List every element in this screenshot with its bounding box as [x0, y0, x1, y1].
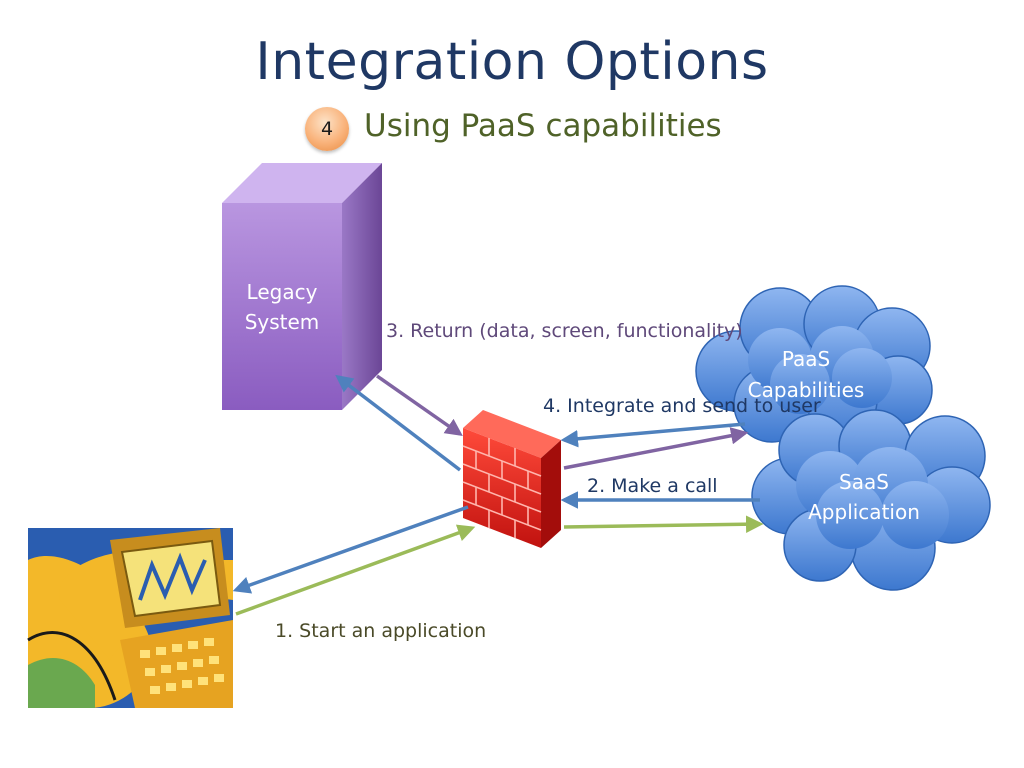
- saas-application-cloud-icon: SaaS Application: [751, 409, 991, 591]
- saas-label-line1: SaaS: [839, 470, 889, 494]
- computer-user-clipart: [27, 528, 233, 708]
- paas-label-line1: PaaS: [782, 347, 830, 371]
- step-2-label: 2. Make a call: [587, 475, 718, 497]
- arrow-firewall-to-user: [232, 505, 469, 594]
- arrow-firewall-to-paas: [563, 427, 749, 470]
- arrow-firewall-to-legacy: [335, 374, 462, 472]
- arrow-user-to-firewall: [235, 524, 476, 616]
- arrow-legacy-to-firewall: [375, 374, 463, 437]
- step-3-label: 3. Return (data, screen, functionality): [386, 320, 743, 342]
- step-number-badge: 4: [305, 107, 349, 151]
- slide-subtitle: Using PaaS capabilities: [364, 108, 722, 144]
- paas-label-line2: Capabilities: [748, 378, 865, 402]
- saas-label-line2: Application: [808, 500, 920, 524]
- slide-title: Integration Options: [255, 32, 769, 92]
- legacy-system-label-line1: Legacy: [247, 280, 318, 304]
- arrow-firewall-to-saas: [563, 515, 764, 533]
- arrow-paas-to-firewall: [560, 422, 746, 448]
- step-4-label: 4. Integrate and send to user: [543, 395, 821, 417]
- step-1-label: 1. Start an application: [275, 620, 486, 642]
- firewall-icon: [462, 410, 561, 548]
- legacy-system-label-line2: System: [245, 310, 320, 334]
- legacy-system-server-icon: Legacy System: [222, 163, 382, 410]
